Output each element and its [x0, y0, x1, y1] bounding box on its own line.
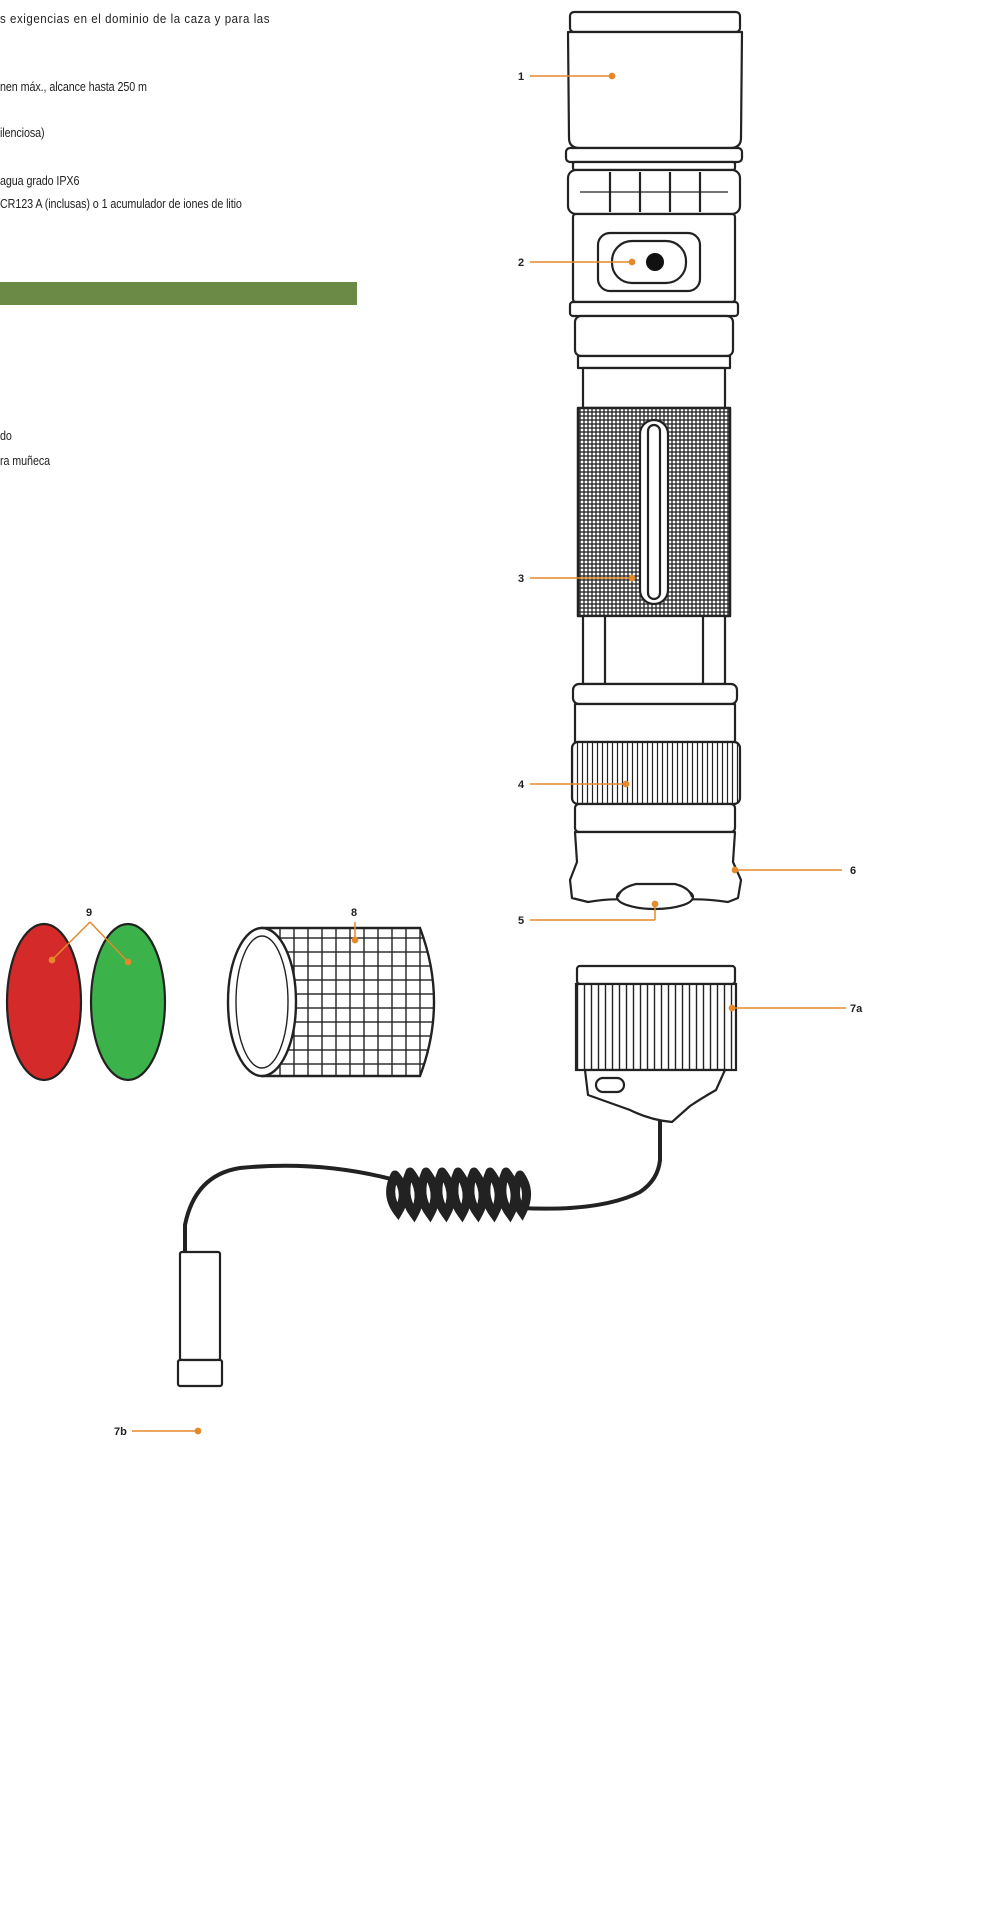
callout-labels: 1 2 3 4 5 6 7a 7b 8 9	[86, 71, 863, 1438]
svg-text:8: 8	[351, 907, 357, 919]
svg-text:7b: 7b	[114, 1426, 127, 1438]
text-line: s exigencias en el dominio de la caza y …	[0, 12, 271, 26]
svg-text:1: 1	[518, 71, 524, 83]
text-line: ilenciosa)	[0, 126, 45, 140]
text-line: CR123 A (inclusas) o 1 acumulador de ion…	[0, 197, 242, 211]
text-line: do	[0, 429, 12, 443]
callout-lines	[48, 72, 846, 1435]
red-filter	[5, 922, 83, 1082]
text-line: nen máx., alcance hasta 250 m	[0, 80, 147, 94]
svg-text:4: 4	[518, 779, 525, 791]
svg-text:5: 5	[518, 915, 524, 927]
green-filter	[89, 922, 167, 1082]
svg-text:6: 6	[850, 865, 856, 877]
power-button-icon	[646, 253, 664, 271]
svg-text:3: 3	[518, 573, 524, 585]
svg-text:7a: 7a	[850, 1003, 863, 1015]
diffuser-sleeve	[226, 926, 436, 1078]
flashlight	[564, 10, 744, 911]
section-header-bar	[0, 282, 357, 305]
coiled-cable-switch	[176, 964, 738, 1388]
svg-text:9: 9	[86, 907, 92, 919]
svg-text:2: 2	[518, 257, 524, 269]
text-line: agua grado IPX6	[0, 174, 80, 188]
text-line: ra muñeca	[0, 454, 51, 468]
